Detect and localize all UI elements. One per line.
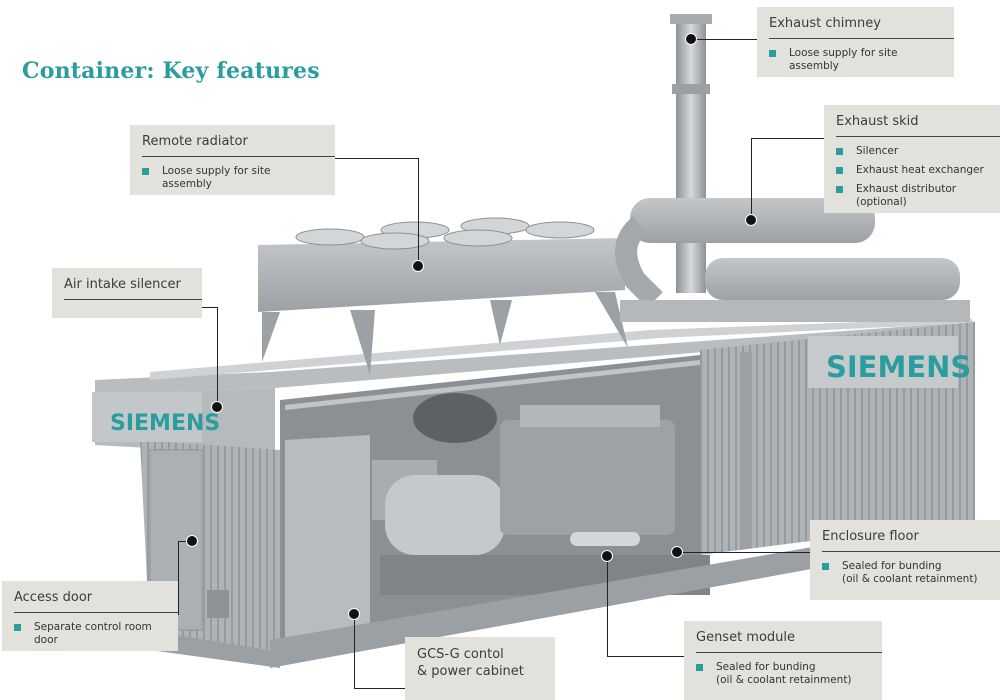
callout-title-line2: & power cabinet (417, 664, 524, 679)
marker-cabinet (348, 608, 360, 620)
callout-item: Loose supply for site assembly (142, 165, 323, 191)
callout-item: Exhaust heat exchanger (836, 164, 988, 177)
callout-gcs-cabinet: GCS-G contol & power cabinet (405, 637, 555, 700)
callout-item-line1: Sealed for bunding (842, 560, 942, 572)
marker-access-door (186, 535, 198, 547)
callout-title: Access door (14, 590, 178, 613)
callout-item-line2: (oil & coolant retainment) (842, 573, 978, 585)
callout-exhaust-chimney: Exhaust chimney Loose supply for site as… (757, 7, 954, 77)
genset-engine (500, 420, 675, 535)
callout-title: Enclosure floor (822, 529, 1000, 552)
callout-title: Exhaust chimney (769, 16, 954, 39)
siemens-logo-right: SIEMENS (826, 350, 971, 384)
marker-exhaust-skid (745, 214, 757, 226)
container-roof (95, 322, 970, 395)
page-title: Container: Key features (22, 58, 320, 84)
callout-genset-module: Genset module Sealed for bunding (oil & … (684, 621, 882, 700)
callout-title: Genset module (696, 630, 882, 653)
callout-item-line1: Sealed for bunding (716, 661, 816, 673)
callout-title: Exhaust skid (836, 114, 1000, 137)
control-cabinet (285, 435, 370, 648)
callout-item: Sealed for bunding (oil & coolant retain… (696, 661, 870, 687)
callout-item: Silencer (836, 145, 988, 158)
marker-air-intake (211, 401, 223, 413)
marker-enclosure-floor (671, 546, 683, 558)
remote-radiator (258, 238, 625, 312)
callout-remote-radiator: Remote radiator Loose supply for site as… (130, 125, 335, 195)
callout-item: Separate control room door (14, 621, 166, 647)
callout-item: Loose supply for site assembly (769, 47, 942, 73)
callout-title-line1: GCS-G contol (417, 647, 504, 662)
marker-chimney (685, 33, 697, 45)
callout-title: GCS-G contol & power cabinet (417, 646, 555, 687)
callout-title: Air intake silencer (64, 277, 202, 300)
siemens-logo-left: SIEMENS (110, 411, 220, 436)
callout-enclosure-floor: Enclosure floor Sealed for bunding (oil … (810, 520, 1000, 600)
callout-item-line2: (oil & coolant retainment) (716, 674, 852, 686)
callout-title: Remote radiator (142, 134, 335, 157)
callout-item: Exhaust distributor (optional) (836, 183, 988, 209)
callout-air-intake: Air intake silencer (52, 268, 202, 318)
marker-radiator (412, 260, 424, 272)
callout-item: Sealed for bunding (oil & coolant retain… (822, 560, 988, 586)
callout-access-door: Access door Separate control room door (2, 581, 178, 651)
exhaust-chimney (676, 18, 706, 293)
marker-genset (601, 550, 613, 562)
callout-exhaust-skid: Exhaust skid Silencer Exhaust heat excha… (824, 105, 1000, 213)
